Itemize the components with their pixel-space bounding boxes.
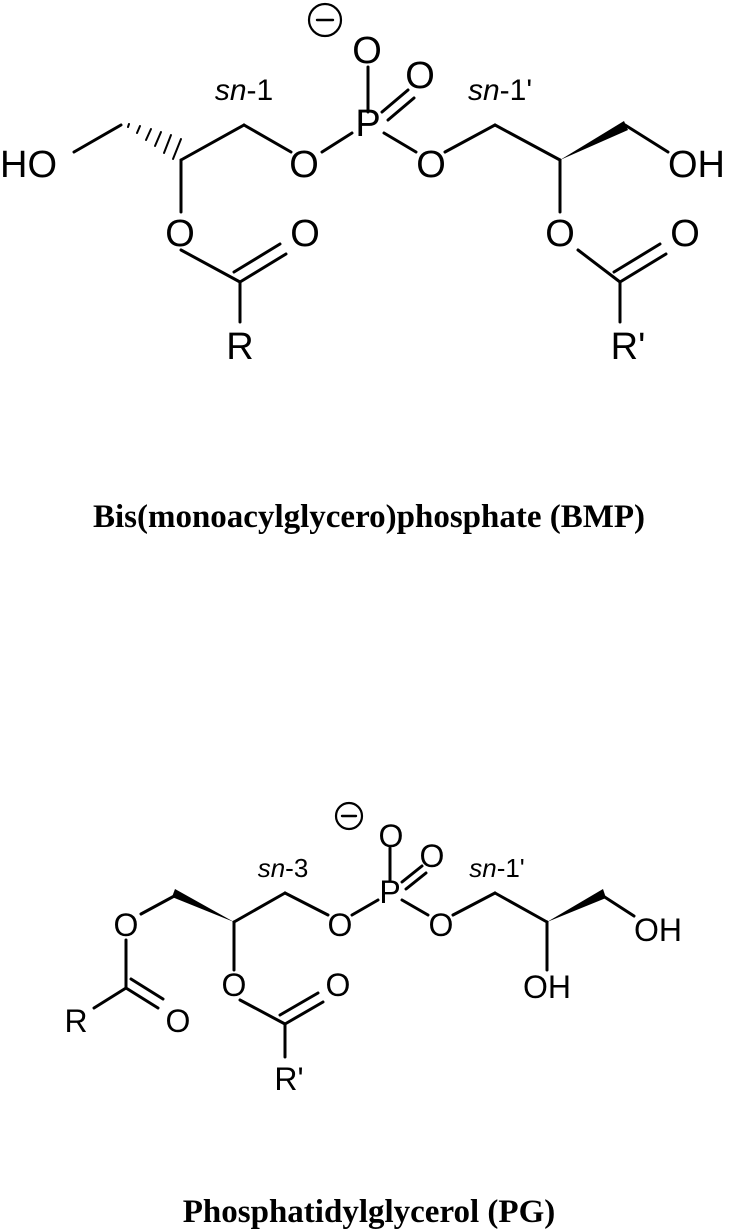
pg-solid-wedge-left — [172, 889, 234, 922]
bmp-atom-ho: HO — [0, 144, 57, 186]
bmp-hashed-wedge — [127, 123, 182, 160]
bmp-atom-o-right: O — [416, 144, 446, 186]
bmp-bond-ch2-ho — [72, 123, 123, 154]
pg-atom-o-left: O — [328, 907, 353, 943]
bmp-atom-o-ester-left: O — [165, 213, 195, 255]
pg-atom-p: P — [379, 874, 400, 910]
pg-atom-oh-mid: OH — [523, 969, 571, 1005]
bmp-bond-ch2-oh — [623, 123, 670, 154]
pg-bond-p-o-double-a — [400, 864, 424, 884]
bmp-label-sn1: sn-1 — [215, 74, 273, 107]
bmp-atom-o-carbonyl-right: O — [670, 213, 700, 255]
bmp-bond-carbonyl-a-left — [238, 252, 288, 284]
pg-bond-p-o-double-b — [404, 871, 428, 891]
bmp-structure: O O P O O HO OH O O R O O R' sn-1 sn-1' … — [0, 2, 725, 535]
pg-bond-ch2-cstar — [232, 891, 287, 924]
bmp-bond-o-carbonyl-c-left — [179, 248, 242, 284]
pg-bond-o-ch2-left — [283, 891, 330, 917]
bmp-bond-o-ch2-left — [242, 123, 293, 154]
pg-atom-o-carbonyl1: O — [166, 1003, 191, 1039]
pg-atom-o-double: O — [420, 838, 445, 874]
bmp-atom-r-prime: R' — [611, 326, 646, 368]
pg-bond-o-c2 — [238, 998, 287, 1026]
bmp-bonds — [72, 65, 670, 324]
bmp-atom-o-ester-right: O — [545, 213, 575, 255]
pg-solid-wedge-right — [547, 889, 606, 922]
pg-atom-o-carbonyl2: O — [326, 967, 351, 1003]
pg-caption: Phosphatidylglycerol (PG) — [183, 1194, 555, 1230]
bmp-atom-o-carbonyl-left: O — [290, 213, 320, 255]
bmp-label-sn1-prime: sn-1' — [468, 74, 532, 107]
bmp-solid-wedge — [560, 121, 628, 160]
pg-atom-r: R — [64, 1003, 87, 1039]
bmp-bond-carbonyl-a-right — [618, 252, 668, 284]
bmp-atom-o-left: O — [289, 144, 319, 186]
pg-bond-p-o-right — [400, 898, 430, 917]
bmp-bond-carbonyl-b-right — [612, 242, 662, 274]
bmp-bond-p-o-double-b — [386, 96, 416, 122]
pg-bond-carbonyl2-a — [283, 1000, 325, 1026]
pg-atom-o-top: O — [379, 818, 404, 854]
pg-label-sn1-prime: sn-1' — [469, 853, 525, 883]
bmp-caption: Bis(monoacylglycero)phosphate (BMP) — [93, 499, 645, 535]
pg-bond-ch2-cstar-right — [493, 891, 549, 924]
pg-label-sn3: sn-3 — [258, 853, 309, 883]
bmp-bond-ch2-cstar-right — [493, 123, 562, 162]
pg-atom-oh-end: OH — [634, 912, 682, 948]
pg-bond-c1-r — [92, 986, 128, 1010]
pg-atom-o-ester1: O — [114, 907, 139, 943]
pg-bond-p-o-left — [350, 898, 380, 917]
pg-bond-carbonyl1-b — [129, 977, 165, 1001]
pg-bonds — [92, 846, 636, 1059]
bmp-atom-o-double: O — [405, 55, 435, 97]
bmp-bond-carbonyl-b-left — [232, 242, 282, 274]
pg-atom-o-right: O — [429, 907, 454, 943]
bmp-bond-p-o-right — [382, 131, 418, 154]
bmp-bond-ch2-cstar-left — [179, 123, 246, 162]
pg-bond-o-ch2-right — [451, 891, 497, 917]
bmp-atom-oh: OH — [668, 144, 725, 186]
bmp-bond-p-o-left — [320, 131, 354, 154]
bmp-negative-charge-icon — [307, 2, 343, 38]
pg-atom-o-ester2: O — [222, 967, 247, 1003]
pg-negative-charge-icon — [334, 801, 364, 831]
bmp-bond-p-o-double-a — [380, 88, 410, 114]
bmp-bond-o-ch2-right — [443, 123, 497, 154]
pg-bond-carbonyl2-b — [278, 991, 320, 1017]
bmp-atom-o-top: O — [352, 30, 382, 72]
bmp-atom-p: P — [355, 103, 380, 145]
pg-bond-carbonyl1-a — [124, 986, 160, 1010]
pg-structure: O O P O O O R O O O R' OH OH sn-3 sn-1' … — [64, 801, 682, 1230]
pg-bond-ch2-o-ester1 — [139, 892, 180, 916]
pg-atom-r-prime: R' — [274, 1061, 303, 1097]
bmp-atom-r: R — [226, 326, 253, 368]
bmp-bond-o-carbonyl-c-right — [576, 248, 622, 284]
